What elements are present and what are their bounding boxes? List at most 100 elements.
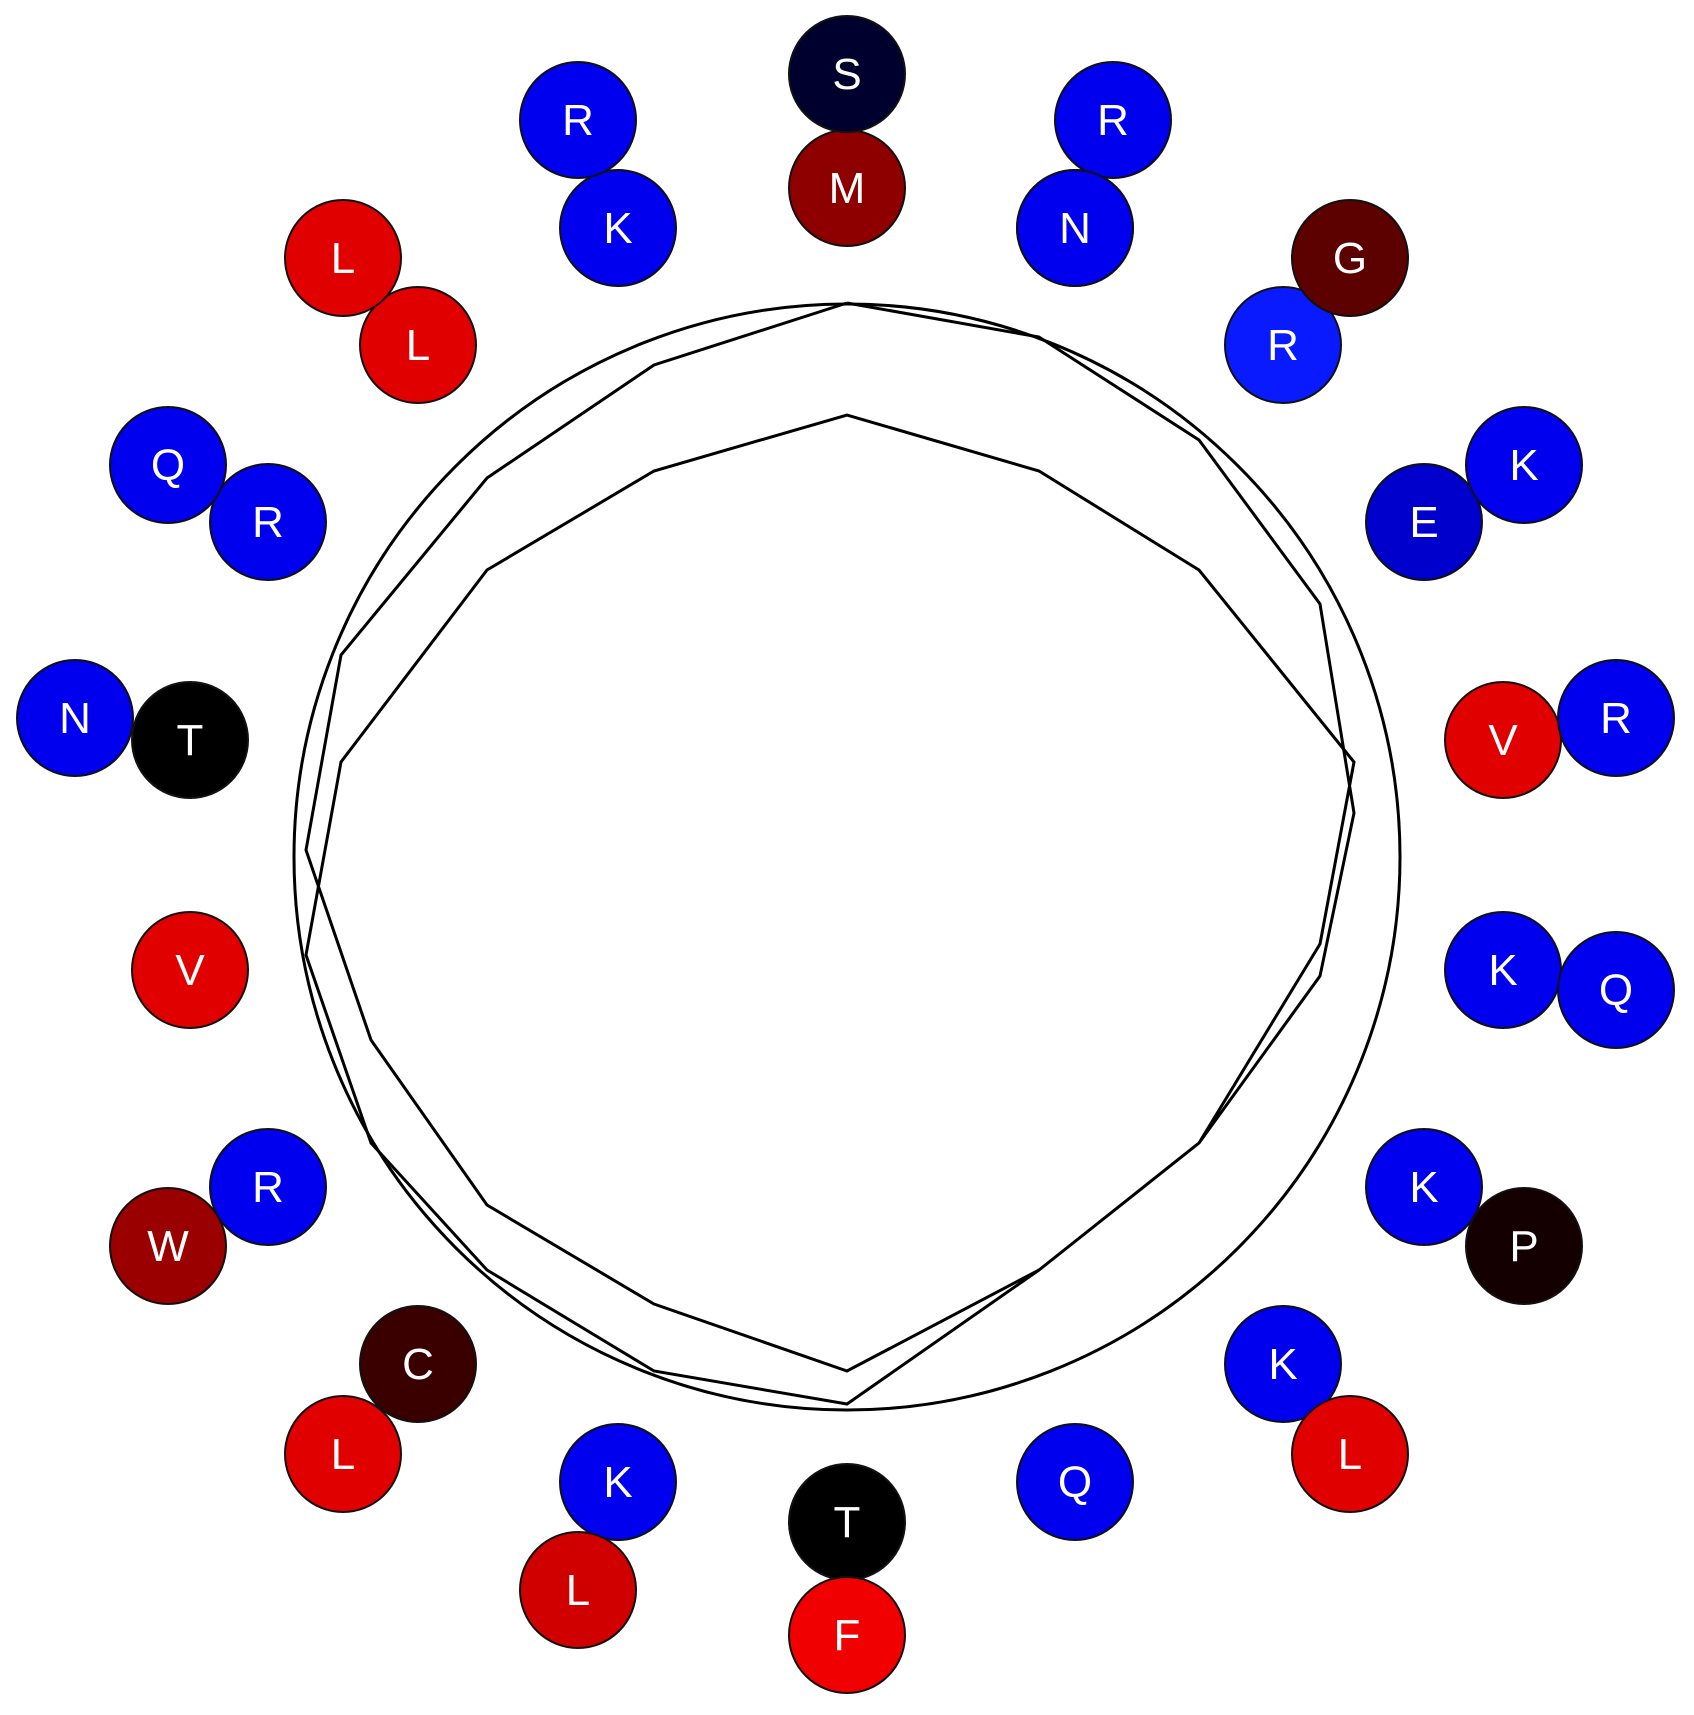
residue: L [359,286,477,404]
residue-circle [1291,1395,1409,1513]
residue-letter: K [1509,441,1538,490]
residue-circle [1224,1305,1342,1423]
residue-letter: R [252,498,284,547]
residue-letter: S [832,50,861,99]
residue: R [1224,286,1342,404]
residue-letter: R [1267,321,1299,370]
residue: K [1444,911,1562,1029]
residue: S [788,15,906,133]
residue-circle [131,681,249,799]
residue: R [519,61,637,179]
residue-circle [284,199,402,317]
residue-letter: R [252,1163,284,1212]
residue-letter: M [829,164,866,213]
residue: K [1224,1305,1342,1423]
residue-letter: K [1268,1340,1297,1389]
residue-circle [559,169,677,287]
residue: R [209,463,327,581]
residue-circle [788,1576,906,1694]
residue: G [1291,199,1409,317]
outer-ring [292,302,1402,1412]
residue-circle [209,1128,327,1246]
residue-letter: C [402,1340,434,1389]
residue-layer: MSNRRGEKVRKQKPKLQTFKLCLRWVTNRQLLKRN [16,15,1675,1694]
residue-letter: K [1409,1163,1438,1212]
residue-letter: V [175,946,205,995]
residue-circle [1465,406,1583,524]
residue: V [131,911,249,1029]
residue-letter: T [177,716,204,765]
residue: W [109,1187,227,1305]
residue: V [1444,681,1562,799]
residue: K [1465,406,1583,524]
residue-letter: Q [151,441,185,490]
residue: L [1291,1395,1409,1513]
residue-letter: L [1338,1430,1362,1479]
residue-circle [209,463,327,581]
residue: N [1016,169,1134,287]
residue-circle [1557,659,1675,777]
residue-letter: W [147,1222,189,1271]
residue-circle [1557,931,1675,1049]
residue-circle [284,1395,402,1513]
residue: L [519,1531,637,1649]
residue-circle [1016,169,1134,287]
residue-circle [131,911,249,1029]
residue-circle [1291,199,1409,317]
residue: L [284,1395,402,1513]
residue-circle [788,15,906,133]
residue-circle [1054,61,1172,179]
residue-circle [519,1531,637,1649]
residue: L [284,199,402,317]
residue-circle [359,286,477,404]
residue: Q [1557,931,1675,1049]
residue-letter: P [1509,1222,1538,1271]
residue: R [209,1128,327,1246]
helix-connection-path [304,301,1356,1406]
residue-letter: K [1488,946,1517,995]
residue-letter: Q [1599,966,1633,1015]
residue-circle [559,1423,677,1541]
residue-letter: G [1333,234,1367,283]
residue-circle [16,659,134,777]
residue: P [1465,1187,1583,1305]
residue-circle [359,1305,477,1423]
residue-letter: N [1059,204,1091,253]
residue-letter: R [562,96,594,145]
residue-circle [109,1187,227,1305]
residue: R [1557,659,1675,777]
residue: Q [1016,1423,1134,1541]
residue-letter: R [1097,96,1129,145]
residue: N [16,659,134,777]
residue-letter: T [834,1498,861,1547]
residue-letter: L [566,1566,590,1615]
residue: R [1054,61,1172,179]
residue: F [788,1576,906,1694]
residue-circle [1365,463,1483,581]
residue-circle [1224,286,1342,404]
residue-letter: E [1409,498,1438,547]
residue: T [131,681,249,799]
residue-letter: L [331,234,355,283]
residue: Q [109,406,227,524]
residue-circle [1465,1187,1583,1305]
residue-letter: V [1488,716,1518,765]
residue: M [788,129,906,247]
residue: K [1365,1128,1483,1246]
residue-circle [1365,1128,1483,1246]
residue: E [1365,463,1483,581]
residue-letter: F [834,1611,861,1660]
residue-letter: N [59,694,91,743]
residue-letter: K [603,204,632,253]
residue: T [788,1463,906,1581]
residue-letter: K [603,1458,632,1507]
residue-circle [109,406,227,524]
residue-letter: L [331,1430,355,1479]
residue: K [559,1423,677,1541]
residue-letter: Q [1058,1458,1092,1507]
residue-circle [1016,1423,1134,1541]
residue: C [359,1305,477,1423]
residue-circle [1444,681,1562,799]
residue: K [559,169,677,287]
